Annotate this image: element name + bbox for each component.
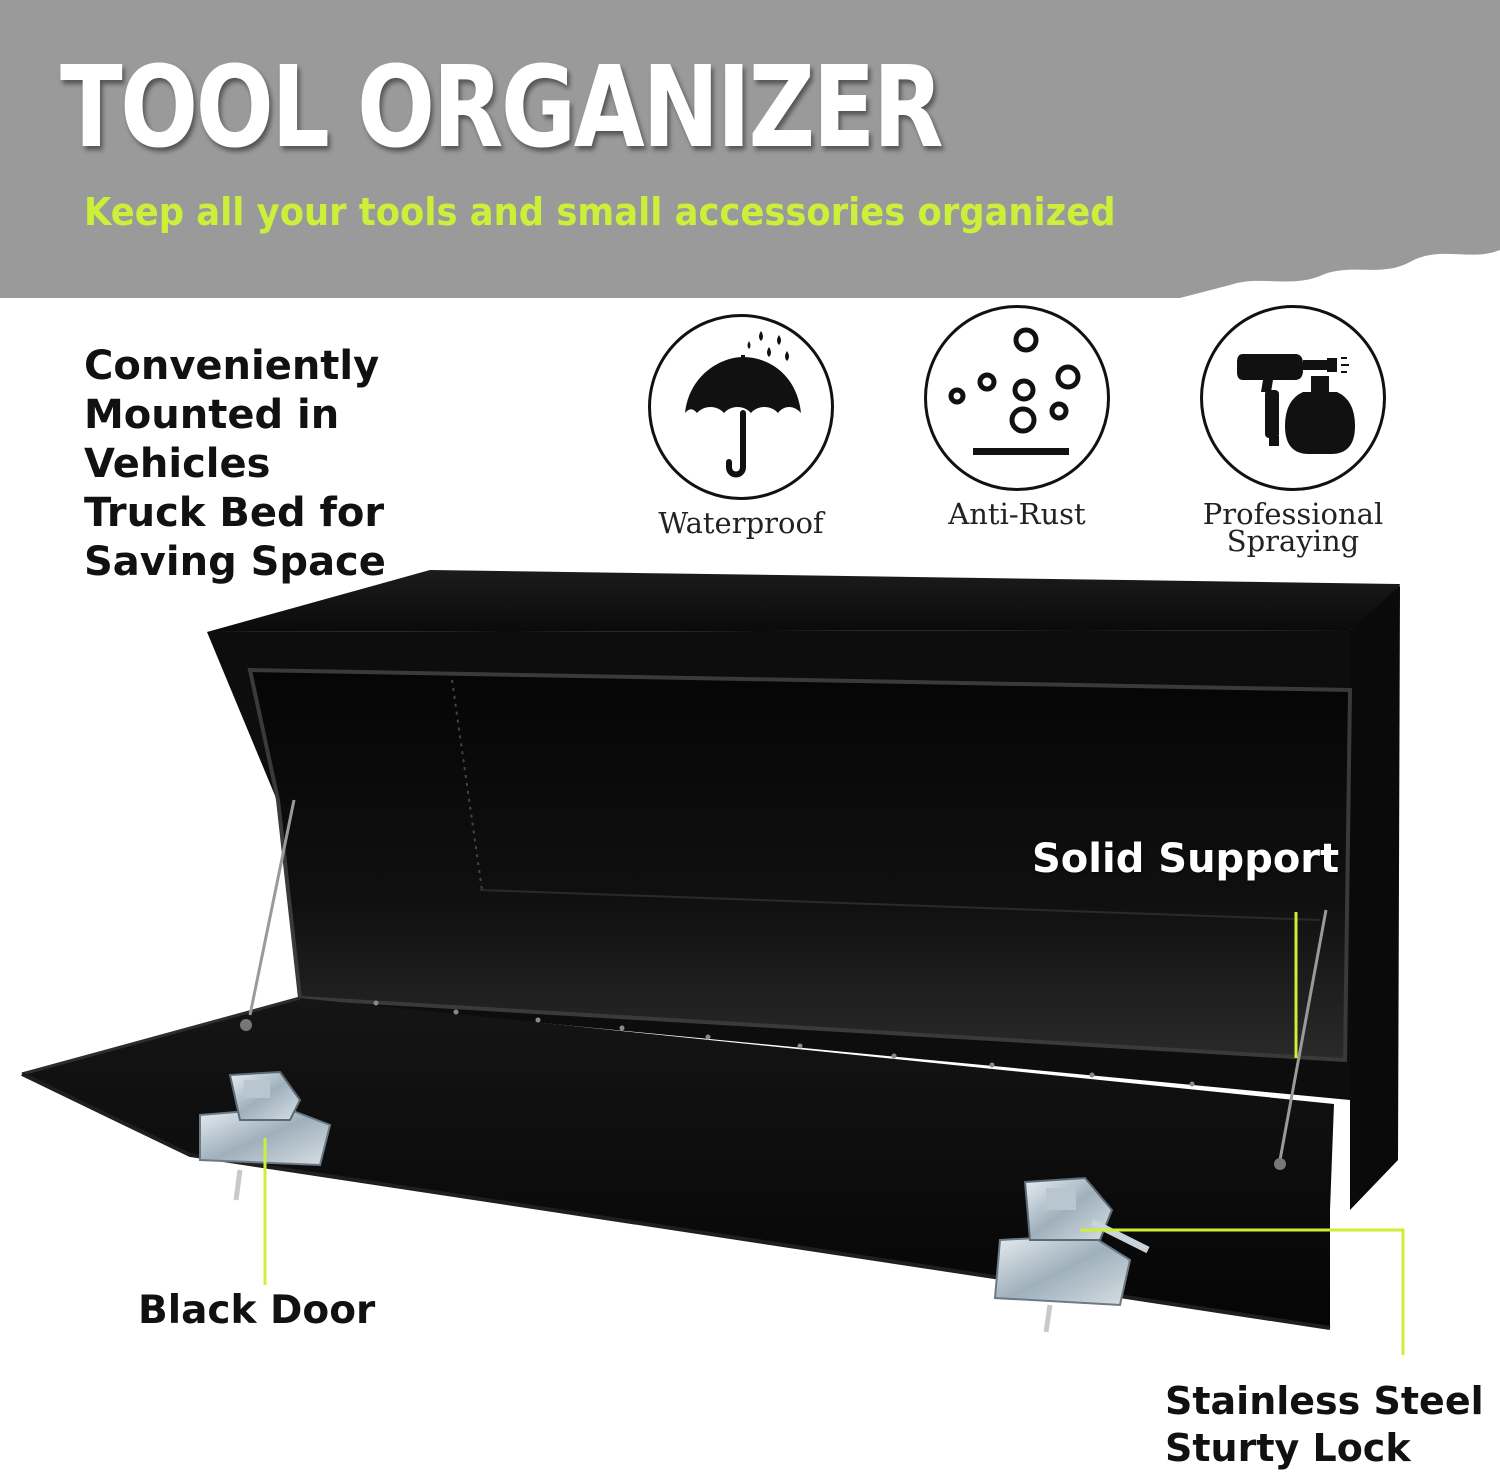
feature-label: Anti-Rust (948, 497, 1086, 531)
bubbles-icon (948, 327, 1081, 455)
intro-line: Saving Space (84, 539, 386, 585)
umbrella-rain-icon (685, 331, 801, 478)
feature-label: Professional Spraying (1193, 497, 1393, 558)
spray-gun-icon (1237, 354, 1355, 454)
right-latch (993, 1176, 1150, 1333)
intro-line: Vehicles (84, 441, 271, 487)
toolbox-interior (247, 667, 1353, 1063)
lock-callout-line (1080, 1228, 1405, 1355)
callout-line: Sturty Lock (1165, 1426, 1411, 1470)
left-support-cable (248, 799, 296, 1016)
left-latch (199, 1070, 332, 1201)
waterproof-badge (648, 314, 834, 500)
callout-stainless-lock: Stainless Steel Sturty Lock (1165, 1378, 1484, 1472)
right-support-cable (1278, 909, 1328, 1161)
callout-line: Stainless Steel (1165, 1379, 1484, 1423)
feature-waterproof: Waterproof (641, 314, 841, 540)
callout-black-door: Black Door (138, 1288, 376, 1333)
feature-label-line: Spraying (1226, 524, 1360, 558)
toolbox-lid-top (207, 570, 1400, 632)
intro-text: Conveniently Mounted in Vehicles Truck B… (84, 342, 386, 587)
feature-professional-spraying: Professional Spraying (1193, 305, 1393, 558)
page-subtitle: Keep all your tools and small accessorie… (84, 190, 1116, 234)
intro-line: Mounted in (84, 392, 340, 438)
feature-anti-rust: Anti-Rust (917, 305, 1117, 531)
banner-background (0, 0, 1500, 298)
feature-label-line: Professional (1202, 497, 1384, 531)
intro-line: Truck Bed for (84, 490, 385, 536)
hinge-rivets (373, 1000, 1195, 1087)
feature-label: Waterproof (658, 506, 824, 540)
intro-line: Conveniently (84, 343, 380, 389)
header-banner: TOOL ORGANIZER Keep all your tools and s… (0, 0, 1500, 300)
anti-rust-badge (924, 305, 1110, 491)
toolbox-side (1350, 586, 1400, 1210)
callout-solid-support: Solid Support (1032, 836, 1340, 882)
toolbox-illustration (21, 570, 1405, 1355)
page-title: TOOL ORGANIZER (60, 43, 944, 173)
spraying-badge (1200, 305, 1386, 491)
